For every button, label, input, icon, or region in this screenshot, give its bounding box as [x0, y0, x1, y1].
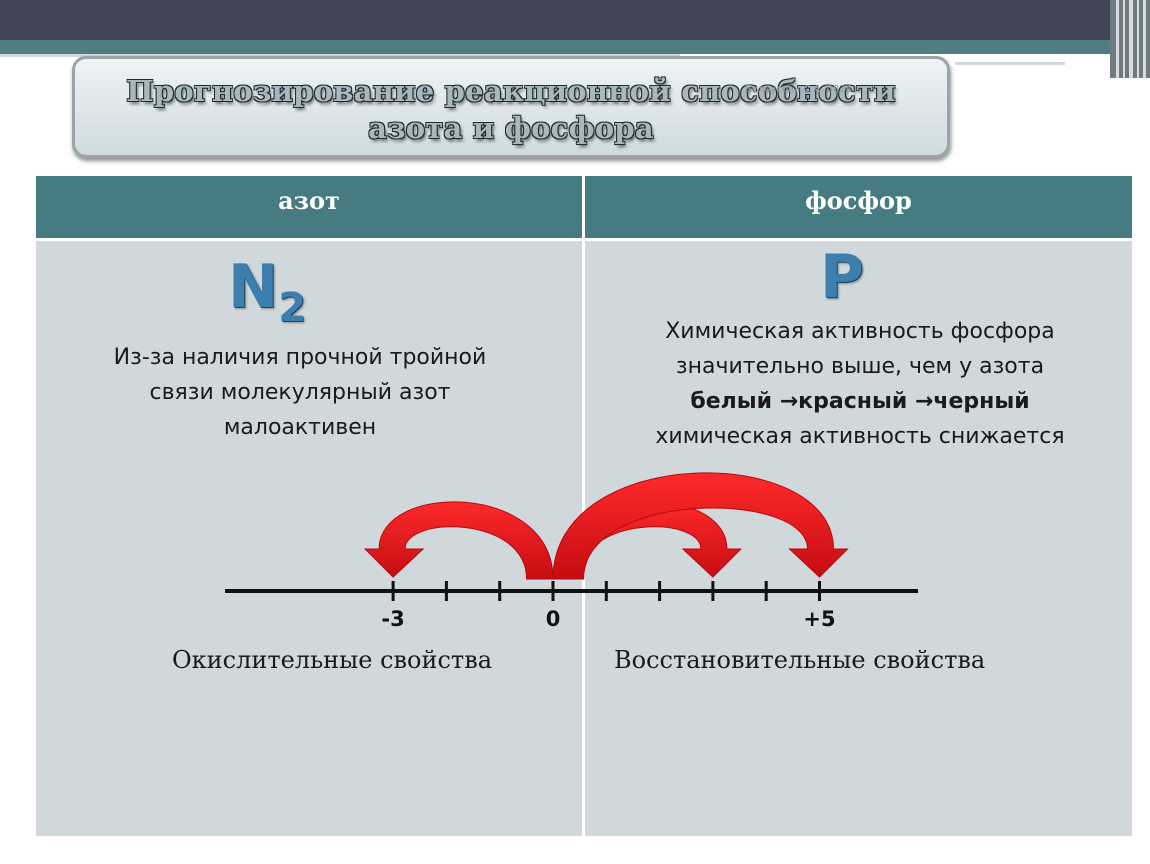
title-box: Прогнозирование реакционной способности … [72, 56, 950, 158]
small-overlay-text: Белоусова С.А. 0824 [745, 84, 853, 95]
comparison-table: азот фосфор [36, 176, 1132, 836]
nitrogen-subscript: 2 [278, 285, 307, 331]
decorative-stripes [1110, 0, 1150, 78]
phosphorus-line-1: Химическая активность фосфора [665, 319, 1055, 344]
page-title: Прогнозирование реакционной способности … [75, 73, 947, 147]
phosphorus-description: Химическая активность фосфора значительн… [600, 314, 1120, 454]
title-line-2: азота и фосфора [368, 111, 654, 145]
top-divider-line-right [955, 62, 1065, 65]
nitrogen-line-3: малоактивен [223, 415, 377, 440]
nitrogen-line-1: Из-за наличия прочной тройной [113, 345, 487, 370]
allotropes-line: белый →красный →черный [690, 389, 1030, 414]
cell-nitrogen [36, 241, 582, 836]
nitrogen-description: Из-за наличия прочной тройной связи моле… [60, 340, 540, 445]
top-bar [0, 0, 1150, 40]
reducing-properties-label: Восстановительные свойства [614, 646, 986, 674]
nitrogen-line-2: связи молекулярный азот [149, 380, 451, 405]
phosphorus-line-2: значительно выше, чем у азота [675, 354, 1045, 379]
oxidizing-properties-label: Окислительные свойства [172, 646, 493, 674]
title-line-1: Прогнозирование реакционной способности [126, 74, 896, 108]
top-divider-line [0, 54, 680, 57]
header-phosphorus: фосфор [585, 176, 1132, 238]
nitrogen-symbol: N [228, 252, 279, 322]
nitrogen-formula: N2 [228, 254, 306, 341]
activity-trend-line: химическая активность снижается [655, 424, 1065, 449]
header-nitrogen: азот [36, 176, 582, 238]
top-band [0, 40, 1150, 54]
phosphorus-formula: P [820, 242, 864, 312]
